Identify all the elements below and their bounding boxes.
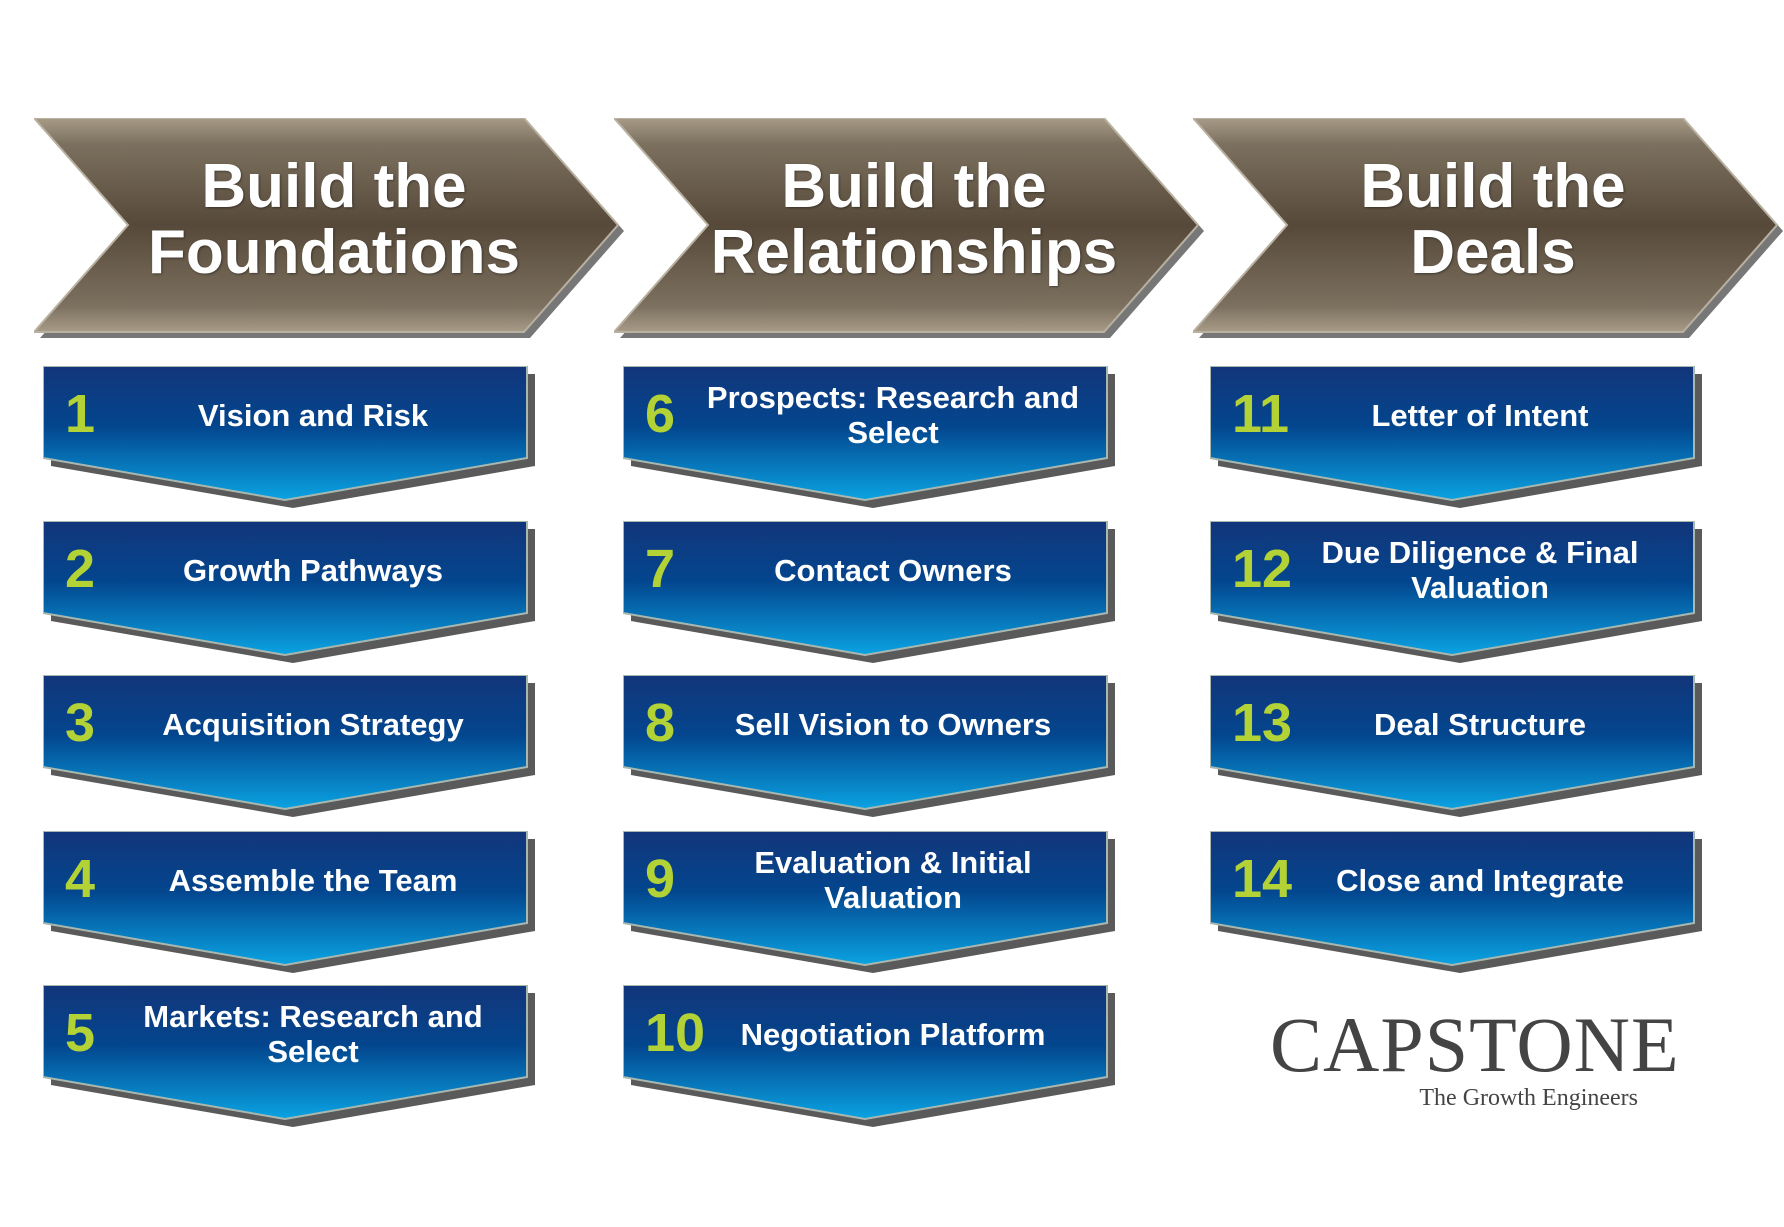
step-5: 5 Markets: Research and Select — [43, 985, 543, 1135]
step-number: 2 — [65, 539, 96, 599]
step-8: 8 Sell Vision to Owners — [623, 675, 1123, 825]
step-10: 10 Negotiation Platform — [623, 985, 1123, 1135]
capstone-logo: CAPSTONE The Growth Engineers — [1270, 1001, 1680, 1112]
step-label: Acquisition Strategy — [162, 706, 464, 742]
step-number: 14 — [1232, 849, 1293, 909]
step-label: Evaluation & Initial Valuation — [754, 845, 1032, 915]
down-arrow-shape — [43, 521, 535, 663]
step-label: Prospects: Research and Select — [706, 380, 1080, 450]
down-arrow-shape — [623, 831, 1115, 973]
step-number: 4 — [65, 849, 96, 909]
step-number: 13 — [1232, 693, 1293, 753]
step-label: Negotiation Platform — [740, 1016, 1046, 1052]
down-arrow-shape — [1210, 675, 1702, 817]
down-arrow-shape — [43, 831, 535, 973]
step-label: Contact Owners — [774, 552, 1012, 588]
down-arrow-shape — [623, 675, 1115, 817]
step-number: 8 — [645, 693, 676, 753]
step-number: 9 — [645, 849, 676, 909]
step-number: 10 — [645, 1003, 706, 1063]
down-arrow-shape — [43, 366, 535, 508]
step-1: 1 Vision and Risk — [43, 366, 543, 516]
step-label: Growth Pathways — [182, 552, 444, 588]
step-12: 12 Due Diligence & Final Valuation — [1210, 521, 1710, 671]
down-arrow-shape — [43, 675, 535, 817]
step-number: 3 — [65, 693, 96, 753]
down-arrow-shape — [1210, 366, 1702, 508]
down-arrow-shape — [623, 521, 1115, 663]
down-arrow-shape — [623, 985, 1115, 1127]
step-2: 2 Growth Pathways — [43, 521, 543, 671]
step-9: 9 Evaluation & Initial Valuation — [623, 831, 1123, 981]
step-label: Deal Structure — [1374, 706, 1586, 742]
chevron-arrow-shape — [1193, 118, 1783, 338]
chevron-arrow-shape — [614, 118, 1204, 338]
step-number: 12 — [1232, 539, 1293, 599]
step-label: Sell Vision to Owners — [734, 706, 1052, 742]
step-14: 14 Close and Integrate — [1210, 831, 1710, 981]
logo-tagline: The Growth Engineers — [1419, 1085, 1638, 1111]
step-label: Vision and Risk — [197, 397, 429, 433]
step-label: Letter of Intent — [1371, 397, 1589, 433]
step-label: Due Diligence & Final Valuation — [1321, 535, 1639, 605]
step-13: 13 Deal Structure — [1210, 675, 1710, 825]
chevron-arrow-shape — [34, 118, 624, 338]
step-label: Close and Integrate — [1336, 862, 1624, 898]
step-label: Assemble the Team — [168, 862, 458, 898]
logo-name: CAPSTONE — [1270, 1001, 1680, 1088]
step-6: 6 Prospects: Research and Select — [623, 366, 1123, 516]
step-number: 5 — [65, 1003, 96, 1063]
down-arrow-shape — [43, 985, 535, 1127]
step-11: 11 Letter of Intent — [1210, 366, 1710, 516]
step-number: 6 — [645, 384, 676, 444]
down-arrow-shape — [1210, 521, 1702, 663]
down-arrow-shape — [623, 366, 1115, 508]
step-label: Markets: Research and Select — [143, 999, 483, 1069]
down-arrow-shape — [1210, 831, 1702, 973]
step-number: 7 — [645, 539, 676, 599]
step-3: 3 Acquisition Strategy — [43, 675, 543, 825]
step-7: 7 Contact Owners — [623, 521, 1123, 671]
step-4: 4 Assemble the Team — [43, 831, 543, 981]
step-number: 1 — [65, 384, 96, 444]
step-number: 11 — [1232, 384, 1290, 444]
